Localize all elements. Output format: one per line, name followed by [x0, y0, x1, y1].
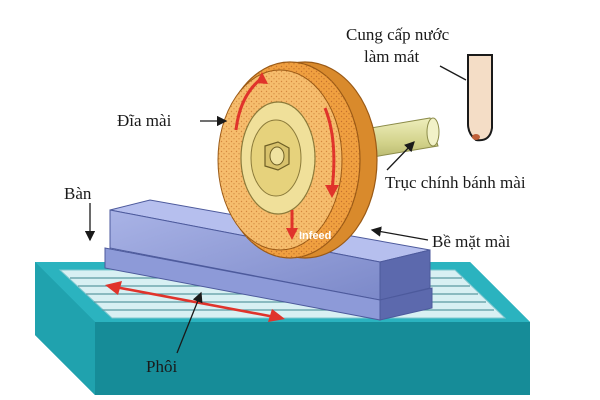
coolant-label-line2: làm mát: [364, 47, 420, 66]
spindle-label: Trục chính bánh mài: [385, 173, 526, 192]
coolant-nozzle: [467, 54, 493, 142]
leader-lines: [84, 65, 467, 354]
coolant-label-line1: Cung cấp nước: [346, 25, 450, 44]
wheel-label: Đĩa mài: [117, 111, 172, 130]
infeed-label: Infeed: [299, 230, 332, 242]
workpiece-label: Phôi: [146, 357, 178, 376]
surface-label: Bề mặt mài: [432, 232, 511, 251]
table-label: Bàn: [64, 184, 92, 203]
grinding-wheel: [217, 61, 378, 259]
